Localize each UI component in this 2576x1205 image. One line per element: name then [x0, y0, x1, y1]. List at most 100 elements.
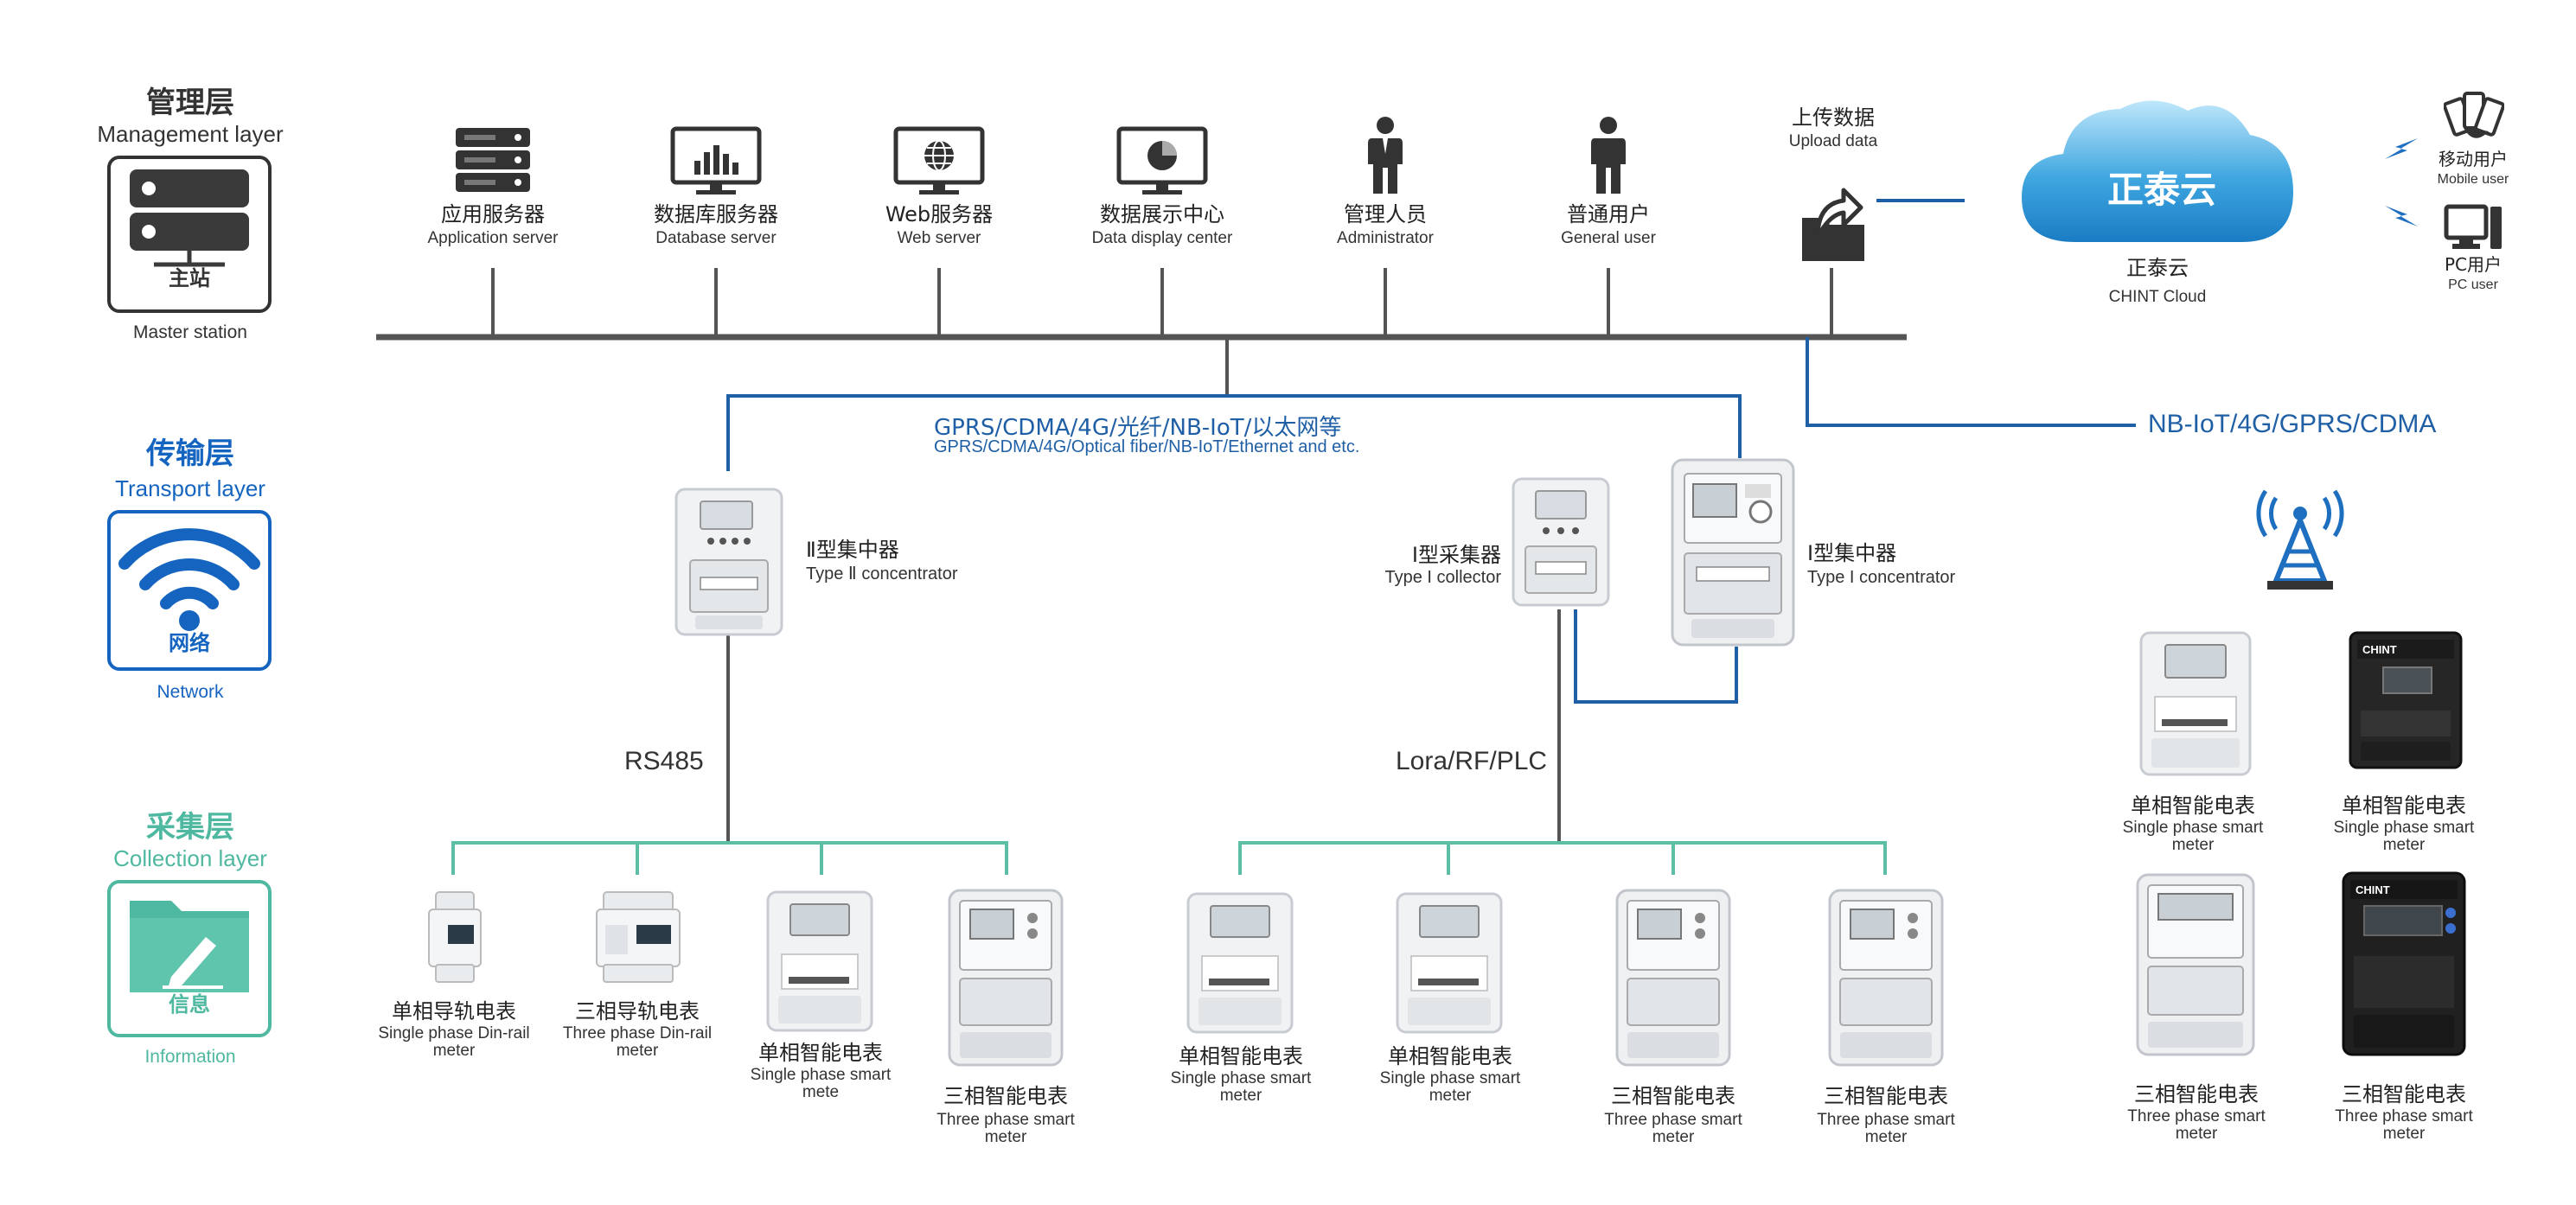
server-label-cn: Web服务器	[885, 202, 994, 226]
type-i-collector-device	[1512, 477, 1610, 607]
single-phase-smart-meter	[1186, 892, 1294, 1034]
lightning-icon	[2385, 138, 2418, 159]
type-ii-concentrator-label-en: Type Ⅱ concentrator	[806, 564, 958, 583]
upload-folder-icon	[1802, 188, 1864, 261]
meter-label-en: Single phase smart	[1379, 1069, 1521, 1087]
meter-label-en: Three phase smart	[936, 1111, 1075, 1129]
master-station-label: 主站	[169, 266, 210, 290]
meter-label-en: Three phase smart	[1817, 1111, 1955, 1129]
transport-layer-title: 传输层	[146, 437, 234, 471]
three-phase-smart-meter	[1828, 889, 1944, 1067]
information-label: 信息	[169, 992, 210, 1017]
management-layer-subtitle: Management layer	[97, 121, 284, 147]
pc-user-label-cn: PC用户	[2444, 254, 2502, 275]
server-label-en: Administrator	[1337, 229, 1434, 247]
meter-label-en2: mete	[802, 1083, 840, 1101]
lightning-icon	[2385, 206, 2418, 226]
server-label-cn: 普通用户	[1567, 202, 1650, 226]
type-i-concentrator-label-cn: Ⅰ型集中器	[1807, 541, 1897, 565]
meter-label-cn: 三相智能电表	[2342, 1082, 2466, 1106]
type-i-concentrator-label-en: Type I concentrator	[1807, 568, 1956, 587]
type-i-collector-label-en: Type I collector	[1384, 568, 1501, 587]
pc-icon	[2444, 204, 2502, 249]
meter-label-en2: meter	[1864, 1128, 1908, 1146]
meter-label-en2: meter	[1429, 1087, 1472, 1105]
server-rack-icon	[456, 128, 530, 192]
server-label-en: Web server	[897, 229, 981, 247]
cloud-label-cn: 正泰云	[2126, 256, 2189, 280]
meter-label-en2: meter	[2382, 836, 2426, 854]
server-label-en: Database server	[655, 229, 777, 247]
rs485-label: RS485	[624, 747, 704, 775]
server-label-en: General user	[1561, 229, 1656, 247]
person-icon	[1591, 117, 1626, 194]
meter-label-cn: 单相导轨电表	[392, 999, 516, 1023]
meter-label-en: Single phase smart	[1170, 1069, 1312, 1087]
mobile-phones-icon	[2444, 92, 2504, 138]
collector-loop-line	[1574, 609, 1738, 704]
meter-label-cn: 单相智能电表	[2342, 794, 2466, 818]
network-box: 网络	[107, 510, 272, 671]
person-tie-icon	[1368, 117, 1403, 194]
three-phase-smart-meter	[1615, 889, 1731, 1067]
three-phase-smart-meter	[948, 889, 1064, 1067]
upload-label-en: Upload data	[1788, 132, 1878, 150]
meter-label-cn: 三相智能电表	[2134, 1082, 2259, 1106]
management-layer-title: 管理层	[146, 86, 234, 120]
din-rail-meter-three	[596, 891, 681, 983]
meter-label-en: Three phase smart	[1604, 1111, 1742, 1129]
lora-label: Lora/RF/PLC	[1396, 747, 1548, 775]
meter-label-en2: meter	[616, 1042, 659, 1060]
type-ii-concentrator-label-cn: Ⅱ型集中器	[806, 538, 899, 562]
meter-label-cn: 三相智能电表	[943, 1084, 1068, 1108]
network-label: 网络	[169, 631, 210, 655]
protocol-main-en: GPRS/CDMA/4G/Optical fiber/NB-IoT/Ethern…	[934, 437, 1360, 456]
server-label-cn: 数据库服务器	[654, 202, 778, 226]
information-box: 信息	[107, 880, 272, 1037]
meter-label-en: Single phase smart	[2333, 819, 2475, 837]
brand-mark-text: CHINT	[2355, 883, 2390, 896]
server-icon	[130, 169, 249, 267]
antenna-tower-icon	[2256, 489, 2344, 590]
master-station-box: 主站	[107, 156, 272, 313]
type-i-concentrator-device	[1671, 458, 1795, 647]
meter-label-en2: meter	[2382, 1125, 2426, 1143]
blue-distribution-line	[726, 394, 1742, 471]
meter-label-en: Three phase Din-rail	[562, 1024, 713, 1042]
nb-single-phase-meter-black: CHINT	[2349, 631, 2463, 769]
nb-three-phase-meter-black: CHINT	[2342, 871, 2466, 1056]
meter-label-en: Single phase Din-rail	[378, 1024, 530, 1042]
server-label-en: Application server	[427, 229, 559, 247]
pc-user-label-en: PC user	[2448, 277, 2498, 292]
brand-mark-text: CHINT	[2362, 643, 2397, 656]
type-i-collector-label-cn: Ⅰ型采集器	[1411, 543, 1501, 567]
wifi-icon	[118, 528, 260, 631]
meter-label-cn: 单相智能电表	[1388, 1044, 1512, 1068]
protocol-main-cn: GPRS/CDMA/4G/光纤/NB-IoT/以太网等	[934, 415, 1342, 441]
server-label-en: Data display center	[1091, 229, 1233, 247]
meter-label-en: Single phase smart	[750, 1066, 892, 1084]
server-label-cn: 应用服务器	[441, 202, 545, 226]
nb-single-phase-meter-white	[2139, 631, 2252, 776]
single-phase-smart-meter	[766, 890, 873, 1032]
globe-monitor-icon	[893, 126, 985, 194]
cloud-logo-text: 正泰云	[2106, 169, 2216, 211]
nb-iot-line	[1806, 337, 2136, 427]
meter-label-en: Three phase smart	[2335, 1107, 2473, 1125]
mobile-user-label-cn: 移动用户	[2439, 149, 2508, 169]
meter-label-en2: meter	[984, 1128, 1027, 1146]
meter-label-cn: 单相智能电表	[1179, 1044, 1303, 1068]
collection-layer-subtitle: Collection layer	[113, 845, 267, 871]
meter-label-cn: 三相智能电表	[1611, 1084, 1735, 1108]
single-phase-smart-meter	[1396, 892, 1503, 1034]
server-label-cn: 管理人员	[1344, 202, 1427, 226]
folder-pen-icon	[130, 901, 249, 992]
meter-label-cn: 单相智能电表	[758, 1041, 883, 1065]
lora-branch-line	[1238, 841, 1887, 875]
information-en-label: Information	[144, 1047, 236, 1067]
upload-label-cn: 上传数据	[1792, 105, 1875, 130]
meter-label-en2: meter	[2171, 836, 2215, 854]
mobile-user-label-en: Mobile user	[2437, 172, 2509, 187]
pie-chart-monitor-icon	[1116, 126, 1208, 194]
